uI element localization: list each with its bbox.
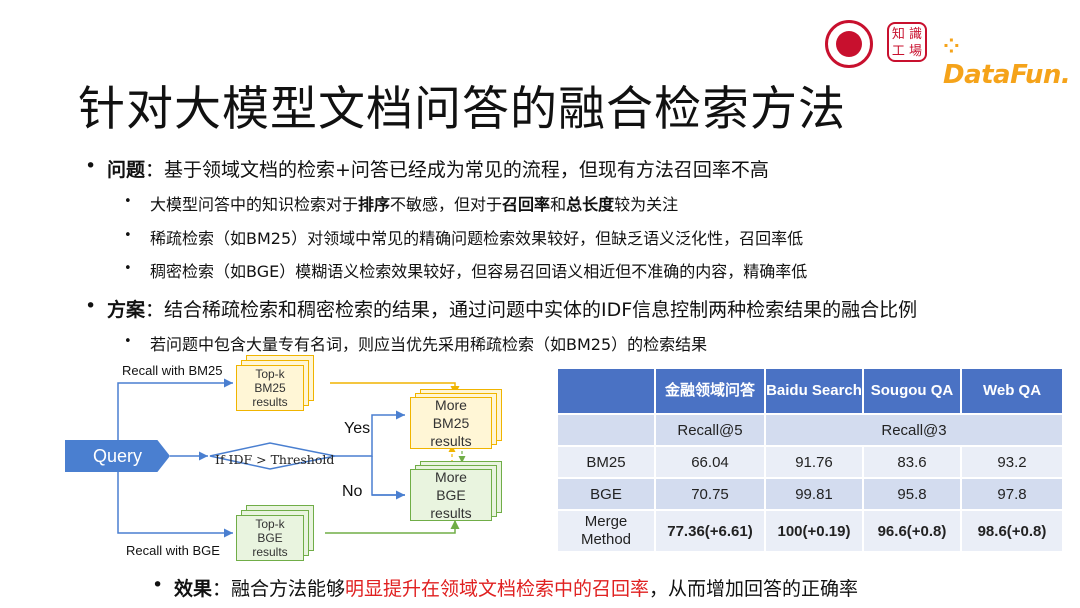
effect-highlight: 明显提升在领域文档检索中的召回率 — [345, 578, 650, 600]
value-cell: 91.76 — [766, 447, 862, 477]
effect-heading: 效果 — [174, 578, 213, 600]
idf-threshold-decision: If IDF > Threshold — [215, 452, 335, 467]
value-cell: 93.2 — [962, 447, 1062, 477]
emphasis-length: 总长度 — [566, 195, 615, 214]
emphasis-recall: 召回率 — [502, 195, 551, 214]
table-row-metric: Recall@5 Recall@3 — [558, 415, 1062, 445]
sub-bullet-text: 不敏感，但对于 — [390, 195, 503, 214]
header-cell-web-qa: Web QA — [962, 369, 1062, 413]
problem-text: ：基于领域文档的检索+问答已经成为常见的流程，但现有方法召回率不高 — [145, 159, 769, 181]
method-cell: BM25 — [558, 447, 654, 477]
emphasis-ranking: 排序 — [358, 195, 391, 214]
page-title: 针对大模型文档问答的融合检索方法 — [78, 82, 846, 137]
results-table: 金融领域问答 Baidu Search Sougou QA Web QA Rec… — [556, 367, 1064, 553]
sub-bullet-text: 较为关注 — [614, 195, 679, 214]
zhishi-line-2: 工 場 — [891, 44, 923, 59]
value-cell: 77.36(+6.61) — [656, 511, 764, 551]
effect-text: ：融合方法能够 — [212, 578, 346, 600]
value-cell: 96.6(+0.8) — [864, 511, 960, 551]
value-cell: 99.81 — [766, 479, 862, 509]
bullet-dot: • — [85, 155, 97, 177]
sub-bullet-text: 稠密检索（如BGE）模糊语义检索效果较好，但容易召回语义相近但不准确的内容，精确… — [150, 262, 808, 281]
value-cell: 100(+0.19) — [766, 511, 862, 551]
zhishi-line-1: 知 識 — [891, 27, 923, 42]
method-cell: BGE — [558, 479, 654, 509]
value-cell: 98.6(+0.8) — [962, 511, 1062, 551]
value-cell: 83.6 — [864, 447, 960, 477]
no-label: No — [342, 483, 363, 500]
header-cell-finance-qa: 金融领域问答 — [656, 369, 764, 413]
metric-recall3: Recall@3 — [766, 415, 1062, 445]
metric-recall5: Recall@5 — [656, 415, 764, 445]
query-node: Query — [65, 440, 170, 472]
sub-bullet-text: 大模型问答中的知识检索对于 — [150, 195, 359, 214]
table-row: BGE 70.75 99.81 95.8 97.8 — [558, 479, 1062, 509]
sub-bullet-text: 和 — [550, 195, 567, 214]
value-cell: 70.75 — [656, 479, 764, 509]
recall-bm25-label: Recall with BM25 — [122, 363, 223, 378]
table-header-row: 金融领域问答 Baidu Search Sougou QA Web QA — [558, 369, 1062, 413]
retrieval-flow-diagram: Recall with BM25 Recall with BGE Query T… — [60, 355, 560, 570]
problem-heading: 问题 — [107, 159, 146, 181]
effect-tail: ，从而增加回答的正确率 — [649, 578, 859, 600]
fudan-university-seal-logo — [825, 20, 873, 68]
zhishi-gongchang-logo: 知 識 工 場 — [887, 22, 927, 62]
value-cell: 95.8 — [864, 479, 960, 509]
sub-bullet-text: 若问题中包含大量专有名词，则应当优先采用稀疏检索（如BM25）的检索结果 — [150, 335, 708, 354]
header-cell-baidu-search: Baidu Search — [766, 369, 862, 413]
method-cell: Merge Method — [558, 511, 654, 551]
solution-text: ：结合稀疏检索和稠密检索的结果，通过问题中实体的IDF信息控制两种检索结果的融合… — [145, 299, 918, 321]
value-cell: 97.8 — [962, 479, 1062, 509]
header-cell-empty — [558, 369, 654, 413]
value-cell: 66.04 — [656, 447, 764, 477]
solution-heading: 方案 — [107, 299, 146, 321]
datafun-logo: ⁘DataFun. — [943, 34, 1071, 90]
yes-label: Yes — [344, 420, 371, 437]
diagram-connectors — [117, 378, 466, 538]
recall-bge-label: Recall with BGE — [126, 543, 220, 558]
table-row: BM25 66.04 91.76 83.6 93.2 — [558, 447, 1062, 477]
table-row: Merge Method 77.36(+6.61) 100(+0.19) 96.… — [558, 511, 1062, 551]
logo-group: 知 識 工 場 ⁘DataFun. — [825, 18, 1075, 90]
sub-bullet-text: 稀疏检索（如BM25）对领域中常见的精确问题检索效果较好，但缺乏语义泛化性，召回… — [150, 229, 804, 248]
datafun-logo-text: DataFun. — [943, 60, 1071, 90]
header-cell-sougou-qa: Sougou QA — [864, 369, 960, 413]
